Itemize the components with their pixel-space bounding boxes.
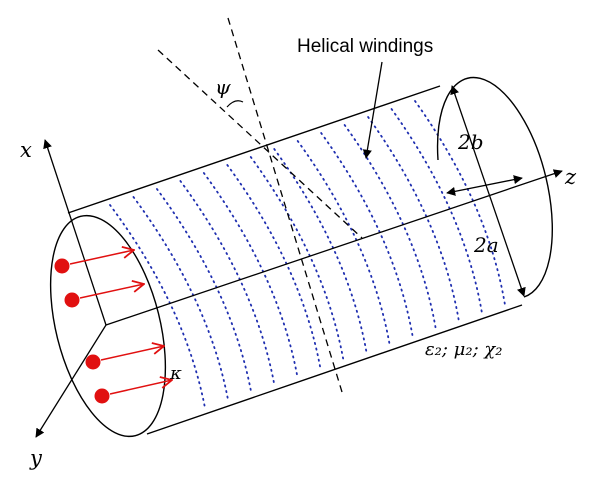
helical-windings-leader xyxy=(362,61,383,159)
y-axis-label: y xyxy=(29,446,43,470)
winding-arc xyxy=(179,180,276,386)
dashed-helix-tangent xyxy=(157,49,363,239)
winding-arc xyxy=(320,132,414,338)
winding-arc xyxy=(367,116,460,322)
particle-4 xyxy=(94,380,173,404)
winding-arc xyxy=(132,196,229,401)
dashed-vertical-line xyxy=(227,17,343,393)
dimension-2b-arrow xyxy=(446,175,523,196)
particle-3 xyxy=(85,346,165,370)
psi-angle-arc xyxy=(226,100,244,108)
dimension-2a-arrow xyxy=(450,85,526,297)
incident-particles xyxy=(54,250,173,404)
helical-windings-label: Helical windings xyxy=(297,36,433,57)
winding-arc xyxy=(343,124,437,330)
particle-2 xyxy=(64,284,145,308)
winding-arc xyxy=(273,148,368,354)
x-axis-label: x xyxy=(20,138,32,162)
dimension-2a-label: 2a xyxy=(473,233,499,257)
y-axis xyxy=(35,324,107,438)
psi-label: ψ xyxy=(215,75,231,99)
helical-windings xyxy=(109,100,506,409)
particle-1 xyxy=(54,250,135,274)
winding-arc xyxy=(156,188,253,394)
winding-arc xyxy=(296,140,391,346)
cylinder-top-edge xyxy=(67,85,441,214)
material-parameters-label: ε₂; μ₂; χ₂ xyxy=(425,339,502,360)
winding-arc xyxy=(202,172,299,378)
dimension-2b-label: 2b xyxy=(457,130,484,154)
winding-arc xyxy=(226,164,322,370)
z-axis-label: z xyxy=(564,165,577,189)
winding-arc xyxy=(109,204,206,409)
winding-arc xyxy=(249,156,345,362)
right-end-ellipse xyxy=(436,76,553,298)
cylinder-bottom-edge xyxy=(146,304,523,435)
kappa-label: κ xyxy=(169,363,182,384)
left-end-ellipse xyxy=(49,214,167,438)
psi-construction xyxy=(157,17,363,393)
